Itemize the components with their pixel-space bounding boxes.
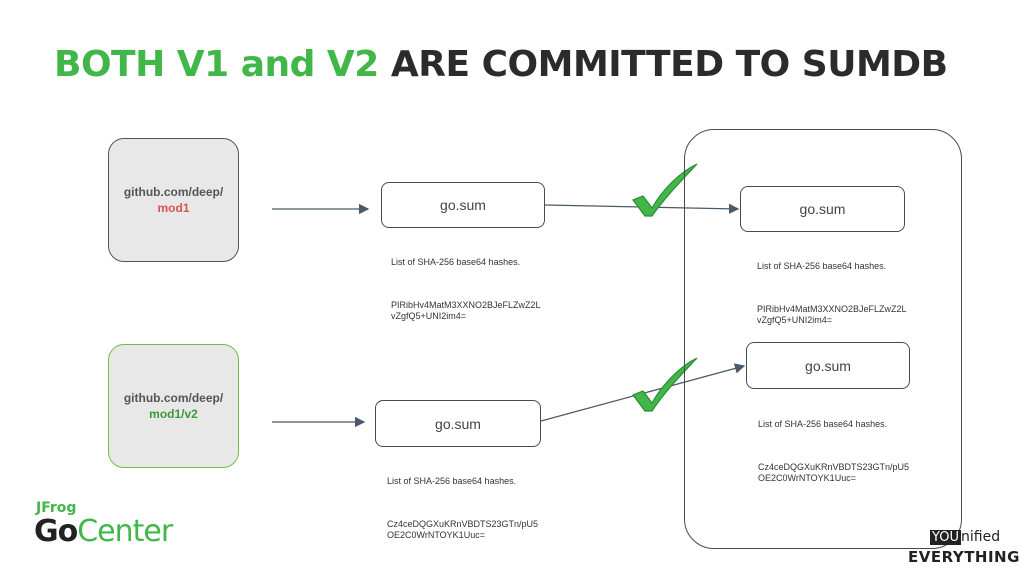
module-path: github.com/deep/ xyxy=(123,185,224,199)
sumdb-hash-list-v2: List of SHA-256 base64 hashes. Cz4ceDQGX… xyxy=(758,408,909,495)
hash-header: List of SHA-256 base64 hashes. xyxy=(387,476,517,486)
hash-list-v2: List of SHA-256 base64 hashes. Cz4ceDQGX… xyxy=(387,465,538,552)
gocenter-logo: GoCenter xyxy=(34,514,173,549)
hash-header: List of SHA-256 base64 hashes. xyxy=(758,419,888,429)
sumdb-container xyxy=(684,129,962,549)
gosum-box-v1: go.sum xyxy=(381,182,545,228)
hash-header: List of SHA-256 base64 hashes. xyxy=(757,261,887,271)
module-mod1: github.com/deep/ mod1 xyxy=(108,138,239,262)
module-path: github.com/deep/ xyxy=(123,391,224,405)
checkmark-icon xyxy=(632,357,698,412)
sumdb-gosum-v2: go.sum xyxy=(746,342,910,389)
module-mod1-v2: github.com/deep/ mod1/v2 xyxy=(108,344,239,468)
hash-header: List of SHA-256 base64 hashes. xyxy=(391,257,521,267)
page-title: BOTH V1 and V2 ARE COMMITTED TO SUMDB xyxy=(54,44,948,85)
hash-value: PIRibHv4MatM3XXNO2BJeFLZwZ2L vZgfQ5+UNI2… xyxy=(757,304,907,325)
hash-value: PIRibHv4MatM3XXNO2BJeFLZwZ2L vZgfQ5+UNI2… xyxy=(391,300,541,321)
checkmark-icon xyxy=(632,163,698,217)
hash-list-v1: List of SHA-256 base64 hashes. PIRibHv4M… xyxy=(391,246,541,333)
gosum-box-v2: go.sum xyxy=(375,400,541,447)
sumdb-gosum-v1: go.sum xyxy=(740,186,905,232)
jfrog-logo: JFrog xyxy=(36,500,77,516)
module-name: mod1/v2 xyxy=(149,407,198,421)
title-rest: ARE COMMITTED TO SUMDB xyxy=(390,44,948,85)
title-accent: BOTH V1 and V2 xyxy=(54,44,379,85)
sumdb-hash-list-v1: List of SHA-256 base64 hashes. PIRibHv4M… xyxy=(757,250,907,337)
hash-value: Cz4ceDQGXuKRnVBDTS23GTn/pU5 OE2C0WrNTOYK… xyxy=(387,519,539,540)
hash-value: Cz4ceDQGXuKRnVBDTS23GTn/pU5 OE2C0WrNTOYK… xyxy=(758,462,910,483)
younified-logo: YOU nified EVERYTHING xyxy=(908,529,1020,566)
module-name: mod1 xyxy=(157,201,190,215)
